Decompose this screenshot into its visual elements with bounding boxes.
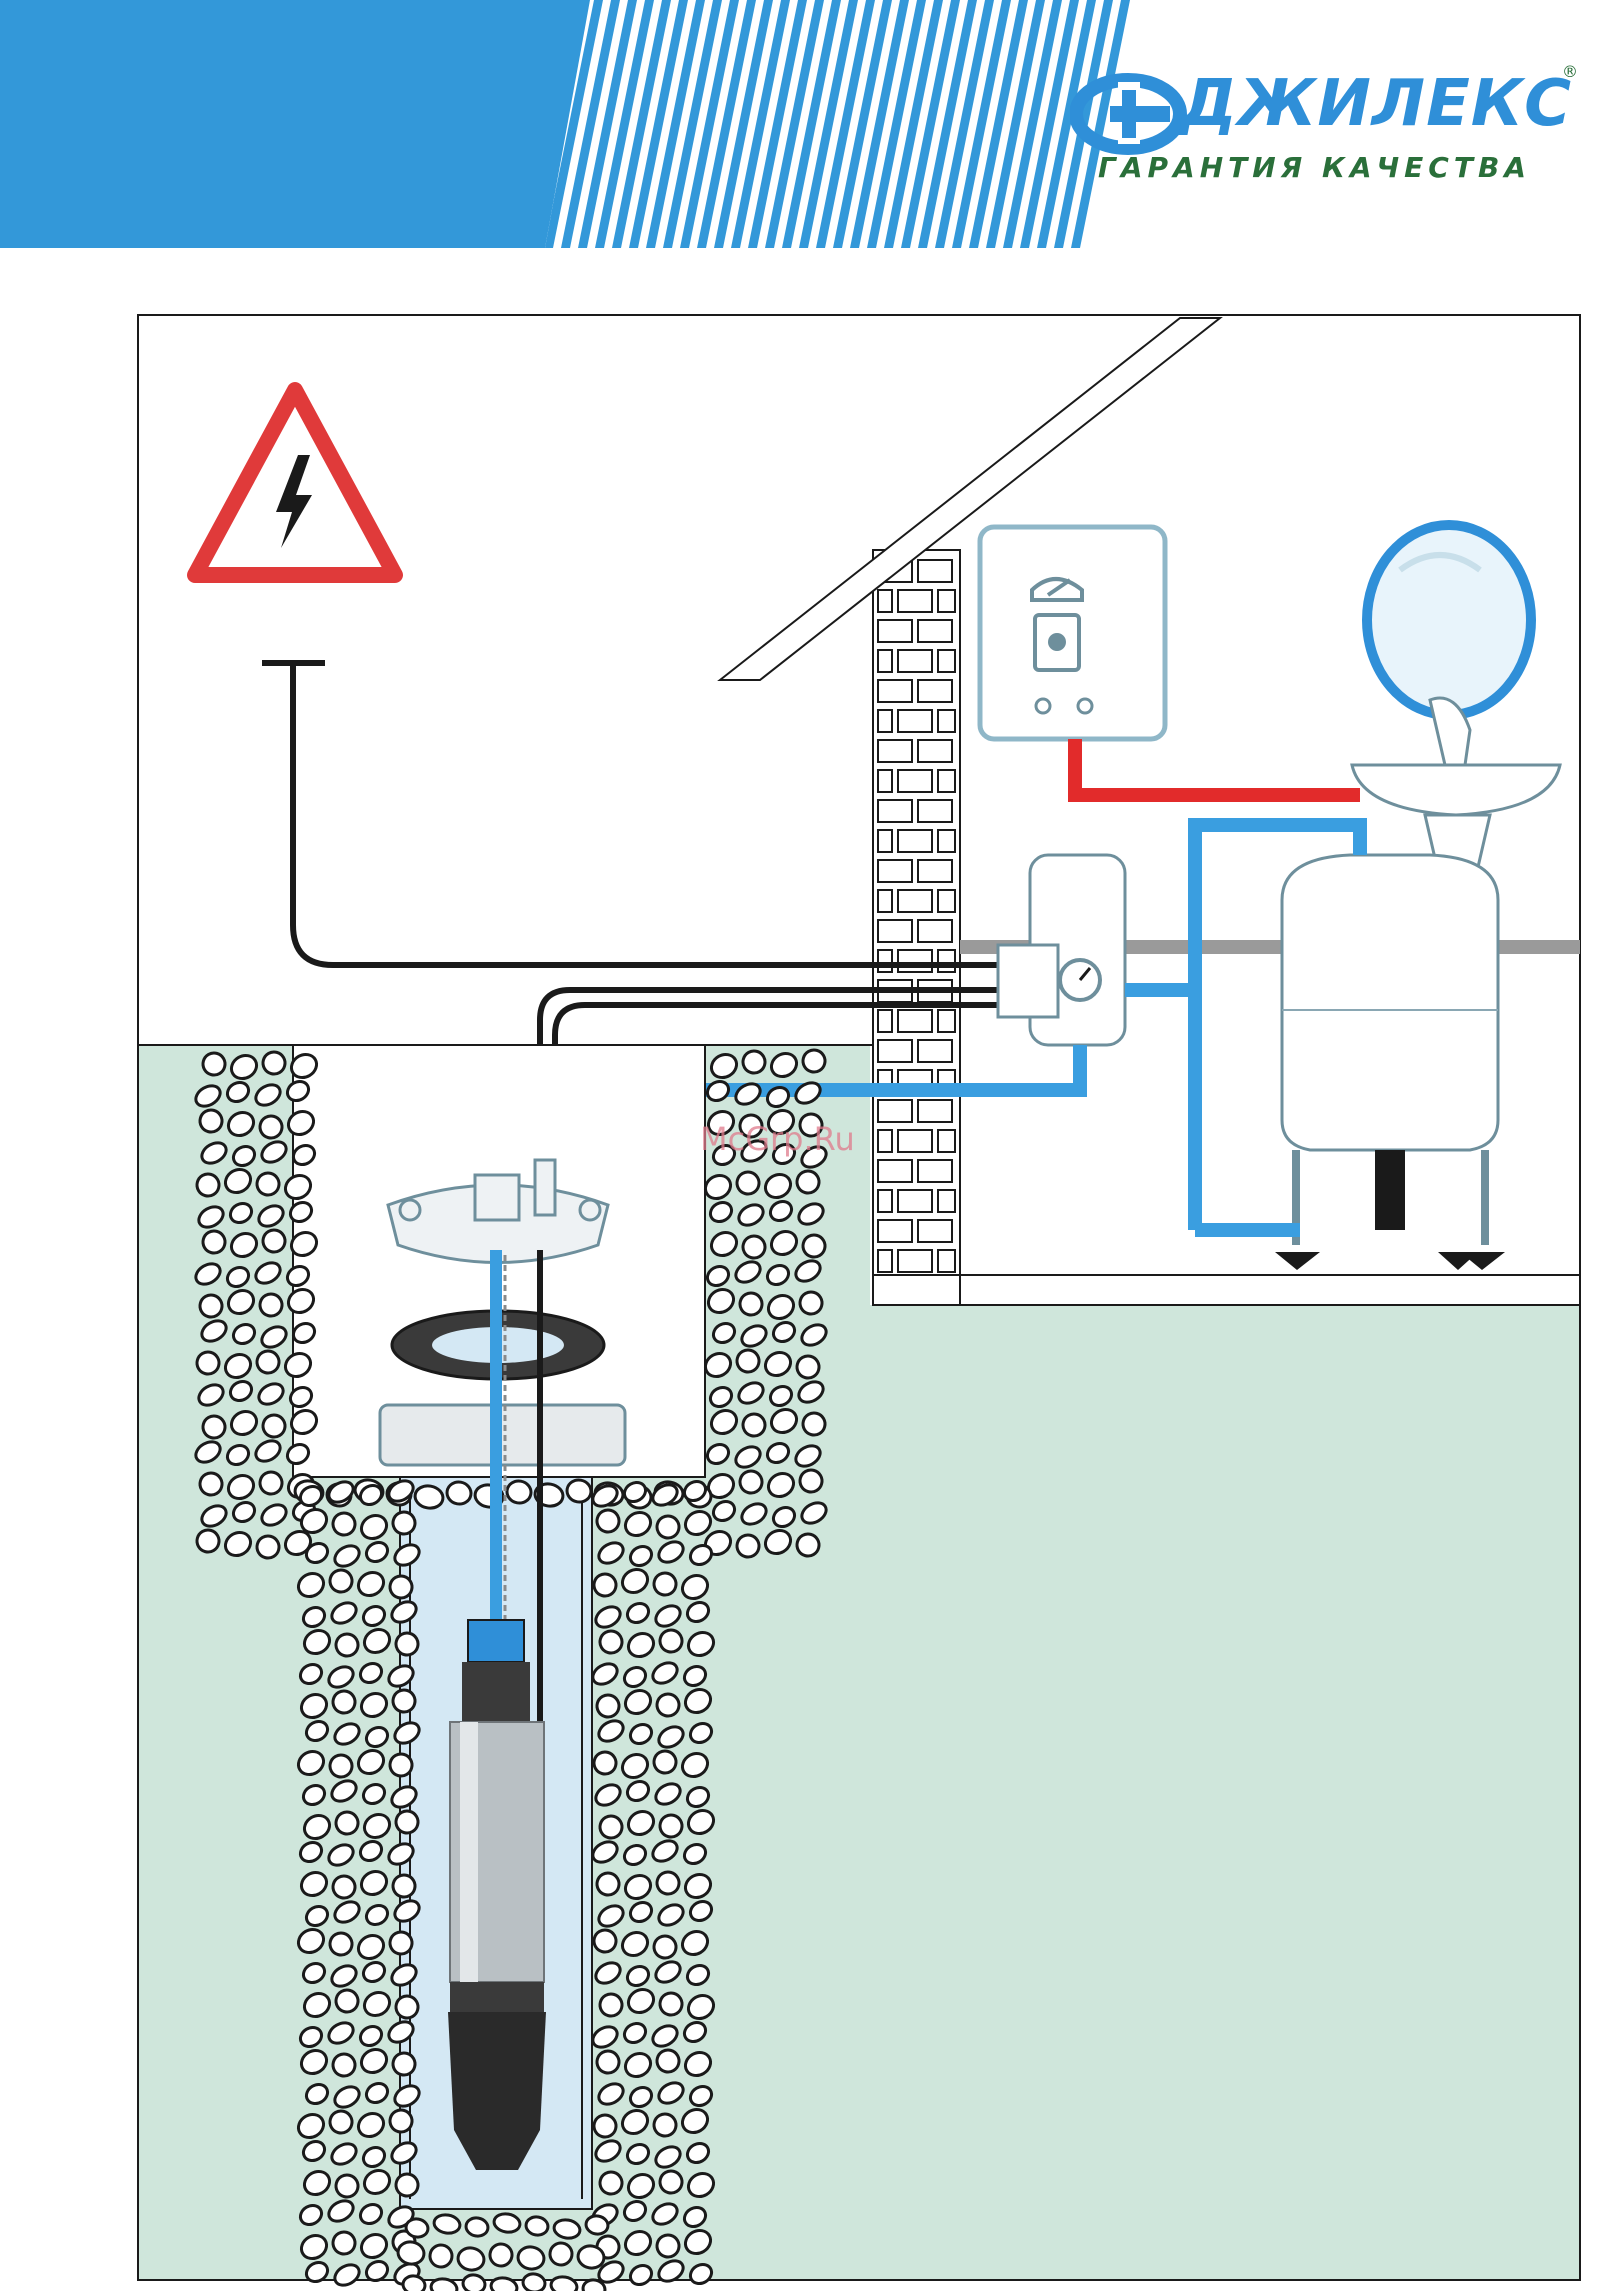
house-floor — [873, 1275, 1580, 1305]
brick — [878, 950, 892, 972]
brick — [898, 590, 932, 612]
brick — [878, 830, 892, 852]
brick — [938, 1190, 955, 1212]
brick — [878, 650, 892, 672]
brick — [938, 1010, 955, 1032]
brick — [938, 950, 955, 972]
brick — [918, 740, 952, 762]
brick — [878, 1190, 892, 1212]
brick — [878, 620, 912, 642]
brick — [898, 830, 932, 852]
brick — [878, 770, 892, 792]
brick — [878, 740, 912, 762]
brick — [898, 1130, 932, 1152]
brick — [918, 1040, 952, 1062]
brick — [878, 1010, 892, 1032]
brick — [918, 920, 952, 942]
brick — [898, 950, 932, 972]
brick — [918, 680, 952, 702]
control-panel — [980, 527, 1165, 739]
brick — [878, 800, 912, 822]
brick — [938, 830, 955, 852]
brick — [898, 1190, 932, 1212]
brick — [938, 890, 955, 912]
brick — [898, 710, 932, 732]
watermark: McGrp.Ru — [700, 1120, 855, 1158]
brick — [898, 890, 932, 912]
brick — [898, 1250, 932, 1272]
brick — [938, 770, 955, 792]
brick — [878, 920, 912, 942]
brick — [878, 710, 892, 732]
brick — [938, 650, 955, 672]
brick — [918, 620, 952, 642]
brick — [878, 1160, 912, 1182]
brick — [878, 1040, 912, 1062]
brick — [918, 800, 952, 822]
brick — [878, 1130, 892, 1152]
brick-wall — [873, 550, 960, 1275]
brick — [918, 1220, 952, 1242]
brick — [938, 1130, 955, 1152]
brick — [878, 890, 892, 912]
brick — [878, 590, 892, 612]
brick — [878, 1250, 892, 1272]
brick — [898, 650, 932, 672]
brick — [918, 560, 952, 582]
brick — [898, 1010, 932, 1032]
brick — [938, 590, 955, 612]
brick — [918, 1160, 952, 1182]
brick — [878, 1100, 912, 1122]
brick — [938, 710, 955, 732]
brick — [878, 1220, 912, 1242]
brick — [878, 680, 912, 702]
brick — [878, 860, 912, 882]
brick — [938, 1250, 955, 1272]
brick — [918, 1100, 952, 1122]
brick — [898, 770, 932, 792]
brick — [918, 860, 952, 882]
